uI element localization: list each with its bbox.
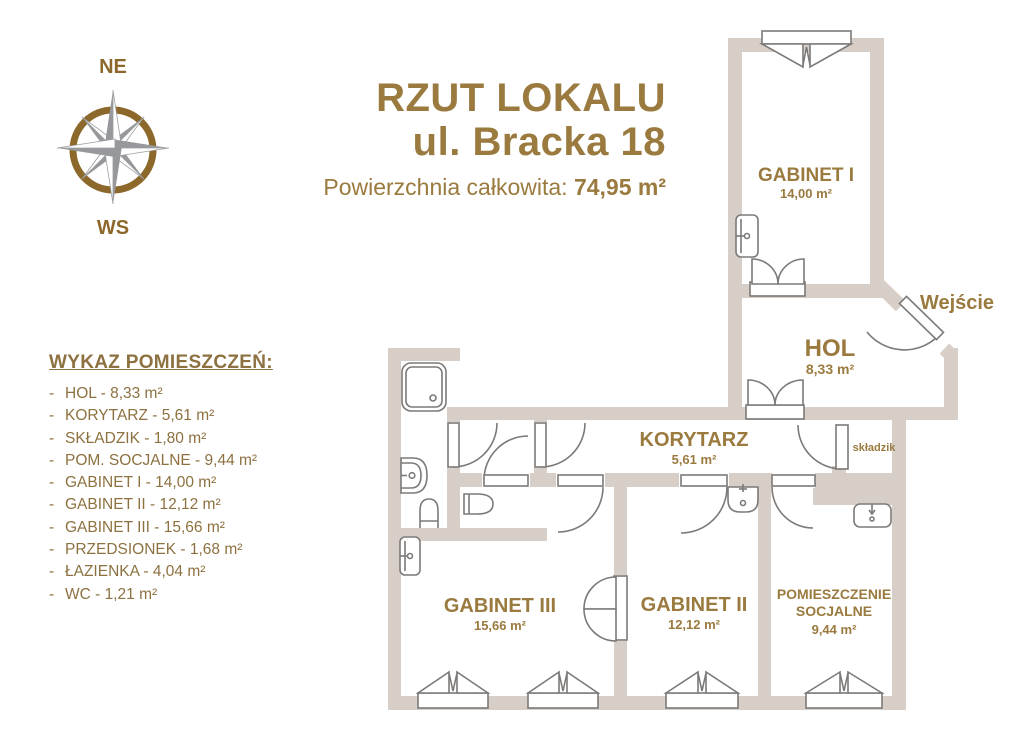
room-area-gabinet1: 14,00 m² xyxy=(780,186,833,201)
radiator-icon xyxy=(735,214,759,258)
gabinet2-sink-icon xyxy=(727,484,759,513)
list-item: -WC - 1,21 m² xyxy=(49,585,158,603)
list-item: -ŁAZIENKA - 4,04 m² xyxy=(49,563,206,581)
room-labels: GABINET I 14,00 m² Wejście HOL 8,33 m² K… xyxy=(444,165,994,637)
room-label-gabinet2: GABINET II xyxy=(641,594,748,616)
list-item: -GABINET III - 15,66 m² xyxy=(49,518,225,536)
room-label-hol: HOL xyxy=(805,335,856,362)
compass-north-label: NE xyxy=(99,56,127,78)
list-item: -GABINET II - 12,12 m² xyxy=(49,496,221,514)
room-list-items: -HOL - 8,33 m² -KORYTARZ - 5,61 m² -SKŁA… xyxy=(49,383,349,606)
list-item: -GABINET I - 14,00 m² xyxy=(49,474,217,492)
header: RZUT LOKALU ul. Bracka 18 Powierzchnia c… xyxy=(323,76,666,201)
fixtures xyxy=(399,214,892,576)
gabinet2-door-icon xyxy=(680,474,728,534)
list-item: -HOL - 8,33 m² xyxy=(49,385,163,402)
room-label-pom-socjalne-2: SOCJALNE xyxy=(796,603,872,619)
room-area-korytarz: 5,61 m² xyxy=(672,452,717,467)
hol-double-door-icon xyxy=(745,379,805,420)
list-item: -PRZEDSIONEK - 1,68 m² xyxy=(49,541,243,559)
bathroom-sink-icon xyxy=(400,457,428,494)
room-area-gabinet2: 12,12 m² xyxy=(668,617,721,632)
room-label-gabinet1: GABINET I xyxy=(758,165,854,186)
toilet-icon xyxy=(463,493,494,515)
entrance-label: Wejście xyxy=(920,292,994,314)
radiator-icon xyxy=(399,536,421,576)
total-area: Powierzchnia całkowita: 74,95 m² xyxy=(323,174,666,201)
compass-rose-icon xyxy=(56,89,170,205)
pom-socjalne-door-icon xyxy=(771,474,816,529)
doors xyxy=(447,258,945,642)
skladzik-door-icon xyxy=(797,424,849,470)
gabinet3-door-icon xyxy=(557,474,604,533)
gabinet2-window-icon xyxy=(663,670,741,709)
windows xyxy=(415,30,885,709)
compass-south-label: WS xyxy=(96,217,130,239)
entrance-opening xyxy=(894,301,950,355)
gabinet3-window2-icon xyxy=(525,670,601,709)
gabinet1-window-icon xyxy=(758,30,855,69)
shower-icon xyxy=(401,362,447,412)
room-label-skladzik: składzik xyxy=(853,442,897,454)
gabinet3-window1-icon xyxy=(415,670,491,709)
room-list: WYKAZ POMIESZCZEŃ: -HOL - 8,33 m² -KORYT… xyxy=(49,352,349,606)
room-area-gabinet3: 15,66 m² xyxy=(474,618,527,633)
entrance-door-icon xyxy=(866,295,945,351)
total-area-value: 74,95 m² xyxy=(573,174,666,200)
pom-socjalne-sink-icon xyxy=(853,503,892,528)
compass-cardinal-points xyxy=(56,89,170,205)
gabinet1-double-door-icon xyxy=(749,258,806,297)
wc-door-icon xyxy=(483,435,529,487)
room-label-pom-socjalne-1: POMIESZCZENIE xyxy=(777,586,891,602)
list-item: -POM. SOCJALNE - 9,44 m² xyxy=(49,451,258,469)
room-label-gabinet3: GABINET III xyxy=(444,595,556,617)
pom-socjalne-window-icon xyxy=(803,670,885,709)
page-title-line2: ul. Bracka 18 xyxy=(412,120,666,164)
room-label-korytarz: KORYTARZ xyxy=(640,429,749,451)
lazienka-door-icon xyxy=(447,422,498,468)
total-area-label: Powierzchnia całkowita: xyxy=(323,174,574,200)
room-area-pom-socjalne: 9,44 m² xyxy=(812,622,857,637)
list-item: -SKŁADZIK - 1,80 m² xyxy=(49,429,207,447)
page-title-line1: RZUT LOKALU xyxy=(376,76,666,120)
gabinet3-gabinet2-double-door-icon xyxy=(583,575,628,642)
list-item: -KORYTARZ - 5,61 m² xyxy=(49,407,215,425)
room-list-title: WYKAZ POMIESZCZEŃ: xyxy=(49,352,273,373)
przedsionek-door-icon xyxy=(534,422,586,468)
toilet-icon xyxy=(419,498,439,528)
room-area-hol: 8,33 m² xyxy=(806,361,855,377)
